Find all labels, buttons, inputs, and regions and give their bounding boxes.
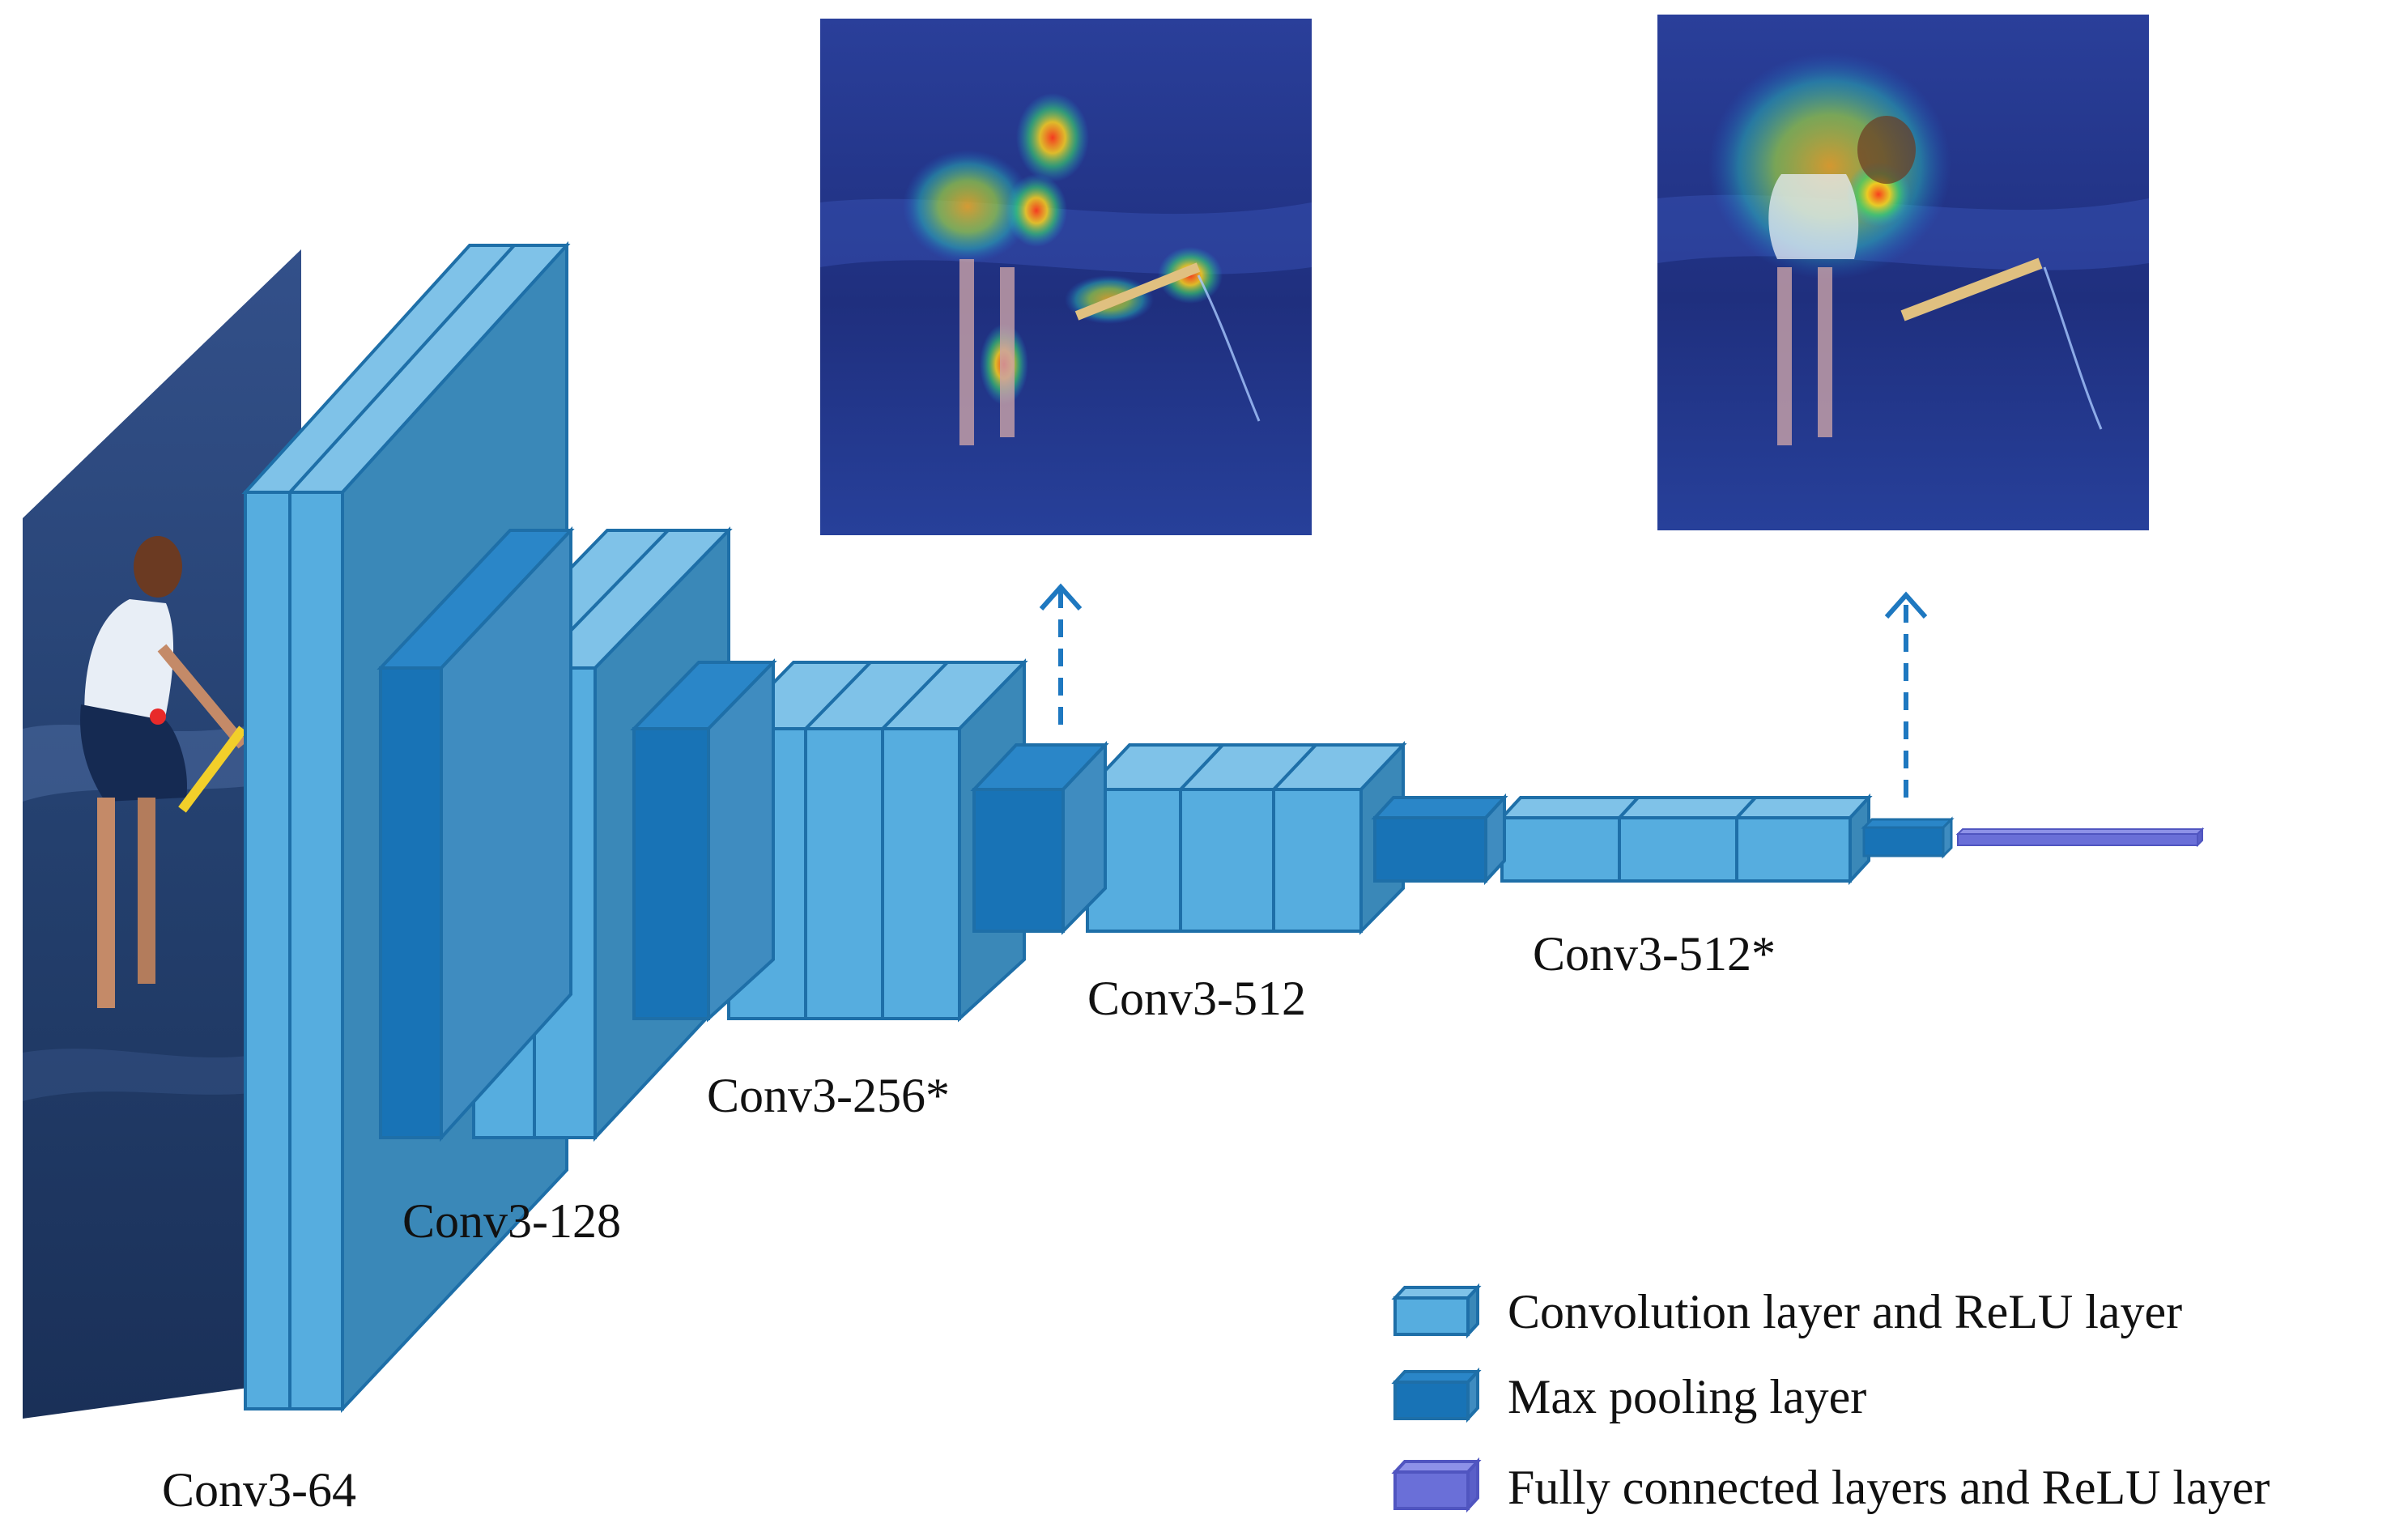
legend-label-pool: Max pooling layer xyxy=(1508,1370,1866,1423)
conv-layer xyxy=(881,727,961,1020)
conv-layer xyxy=(1179,788,1275,933)
label-conv3-128: Conv3-128 xyxy=(402,1194,621,1248)
input-image xyxy=(23,249,301,1419)
legend-label-fc: Fully connected layers and ReLU layer xyxy=(1508,1461,2270,1514)
conv-layer-top xyxy=(1615,796,1759,819)
conv-layer xyxy=(804,727,884,1020)
legend-label-conv: Convolution layer and ReLU layer xyxy=(1508,1285,2182,1338)
final-pool-layer xyxy=(1861,816,1955,859)
pool-layer xyxy=(379,666,443,1139)
label-conv3-64: Conv3-64 xyxy=(162,1463,356,1517)
label-conv3-512-star: Conv3-512* xyxy=(1533,927,1776,981)
legend-item-conv: Convolution layer and ReLU layer xyxy=(1391,1283,2182,1339)
conv-layer xyxy=(1735,816,1852,883)
legend: Convolution layer and ReLU layer Max poo… xyxy=(1391,1283,2270,1514)
conv-layer-top xyxy=(1498,796,1642,819)
conv-layer xyxy=(1500,816,1621,883)
stage-conv3-512-star xyxy=(1371,793,1873,886)
heatmap-conv3-256 xyxy=(820,19,1312,535)
fc-layer xyxy=(1955,827,2205,848)
conv-layer-top xyxy=(1733,796,1873,819)
conv-layer xyxy=(1618,816,1738,883)
pool-layer xyxy=(1373,816,1487,883)
pool-layer xyxy=(972,788,1065,933)
stage-conv3-256 xyxy=(630,658,1028,1023)
conv-layer xyxy=(288,491,344,1410)
heatmap-conv3-512 xyxy=(1657,15,2149,530)
stage-conv3-512 xyxy=(970,740,1407,935)
arrow-to-heatmap-2 xyxy=(1884,591,1928,798)
label-conv3-256: Conv3-256* xyxy=(707,1069,950,1122)
label-conv3-512: Conv3-512 xyxy=(1087,972,1306,1025)
pool-layer-top xyxy=(1371,796,1508,819)
legend-item-pool: Max pooling layer xyxy=(1391,1367,1866,1423)
arrow-to-heatmap-1 xyxy=(1039,583,1083,725)
legend-item-fc: Fully connected layers and ReLU layer xyxy=(1391,1457,2270,1514)
conv-layer xyxy=(1272,788,1363,933)
conv-layer xyxy=(244,491,291,1410)
pool-layer xyxy=(632,727,710,1020)
